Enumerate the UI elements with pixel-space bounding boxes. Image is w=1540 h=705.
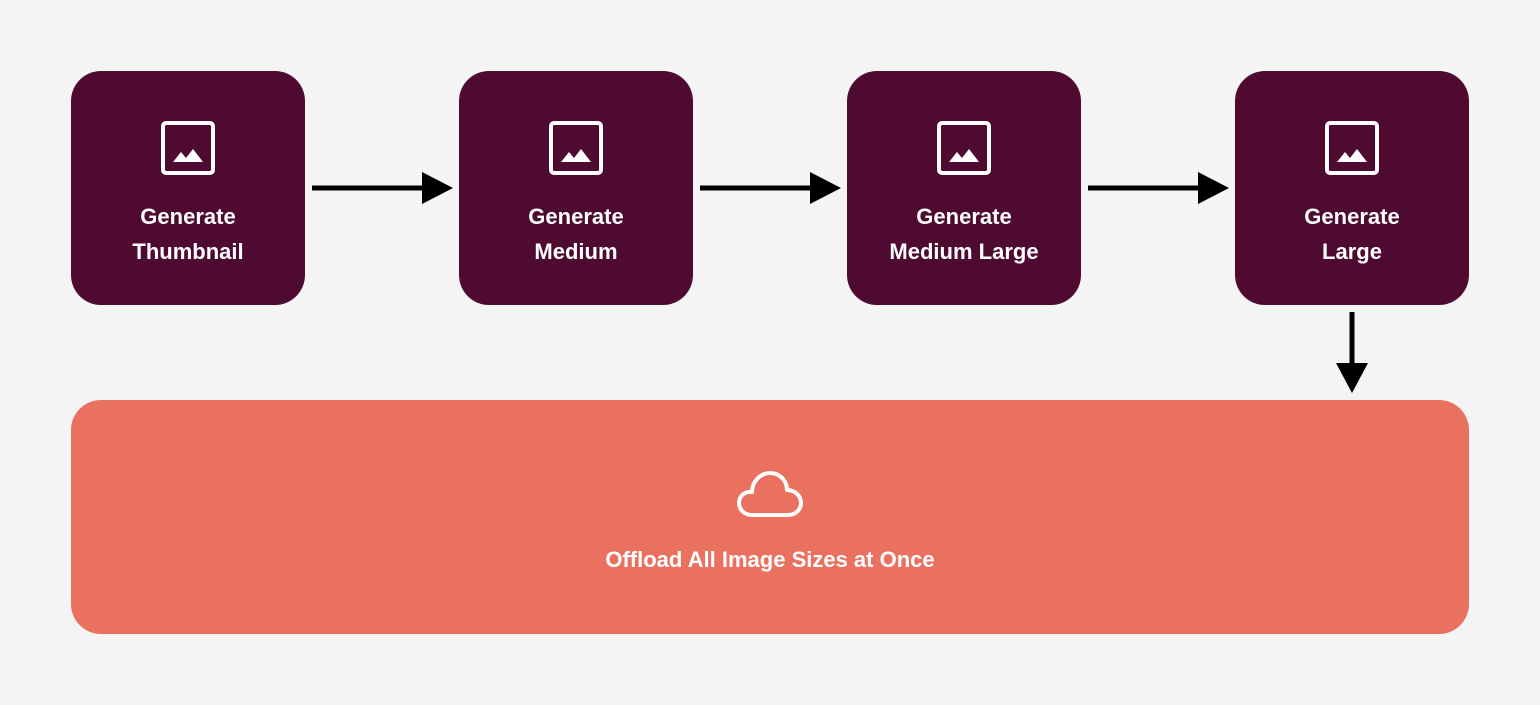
step-label-line2: Medium — [534, 239, 618, 264]
step-label-line1: Generate — [1304, 204, 1400, 229]
step-label: Generate Large — [1304, 199, 1399, 269]
step-label-line2: Thumbnail — [132, 239, 244, 264]
arrow-right-icon — [312, 172, 453, 204]
arrow-right-icon — [1088, 172, 1229, 204]
step-generate-medium: Generate Medium — [459, 71, 693, 305]
offload-label: Offload All Image Sizes at Once — [605, 547, 935, 572]
step-label-line1: Generate — [916, 204, 1012, 229]
image-icon — [937, 121, 991, 175]
image-icon — [161, 121, 215, 175]
step-generate-large: Generate Large — [1235, 71, 1469, 305]
step-label-line2: Medium Large — [889, 239, 1039, 264]
step-label: Generate Thumbnail — [132, 199, 243, 269]
arrow-right-icon — [700, 172, 841, 204]
cloud-icon — [737, 471, 803, 517]
arrow-down-icon — [1336, 312, 1368, 393]
image-icon — [549, 121, 603, 175]
image-icon — [1325, 121, 1379, 175]
step-label-line1: Generate — [528, 204, 624, 229]
step-generate-medium-large: Generate Medium Large — [847, 71, 1081, 305]
step-generate-thumbnail: Generate Thumbnail — [71, 71, 305, 305]
step-label: Generate Medium — [528, 199, 623, 269]
step-label: Generate Medium Large — [889, 199, 1038, 269]
offload-all-sizes-box: Offload All Image Sizes at Once — [71, 400, 1469, 634]
step-label-line2: Large — [1322, 239, 1382, 264]
step-label-line1: Generate — [140, 204, 236, 229]
